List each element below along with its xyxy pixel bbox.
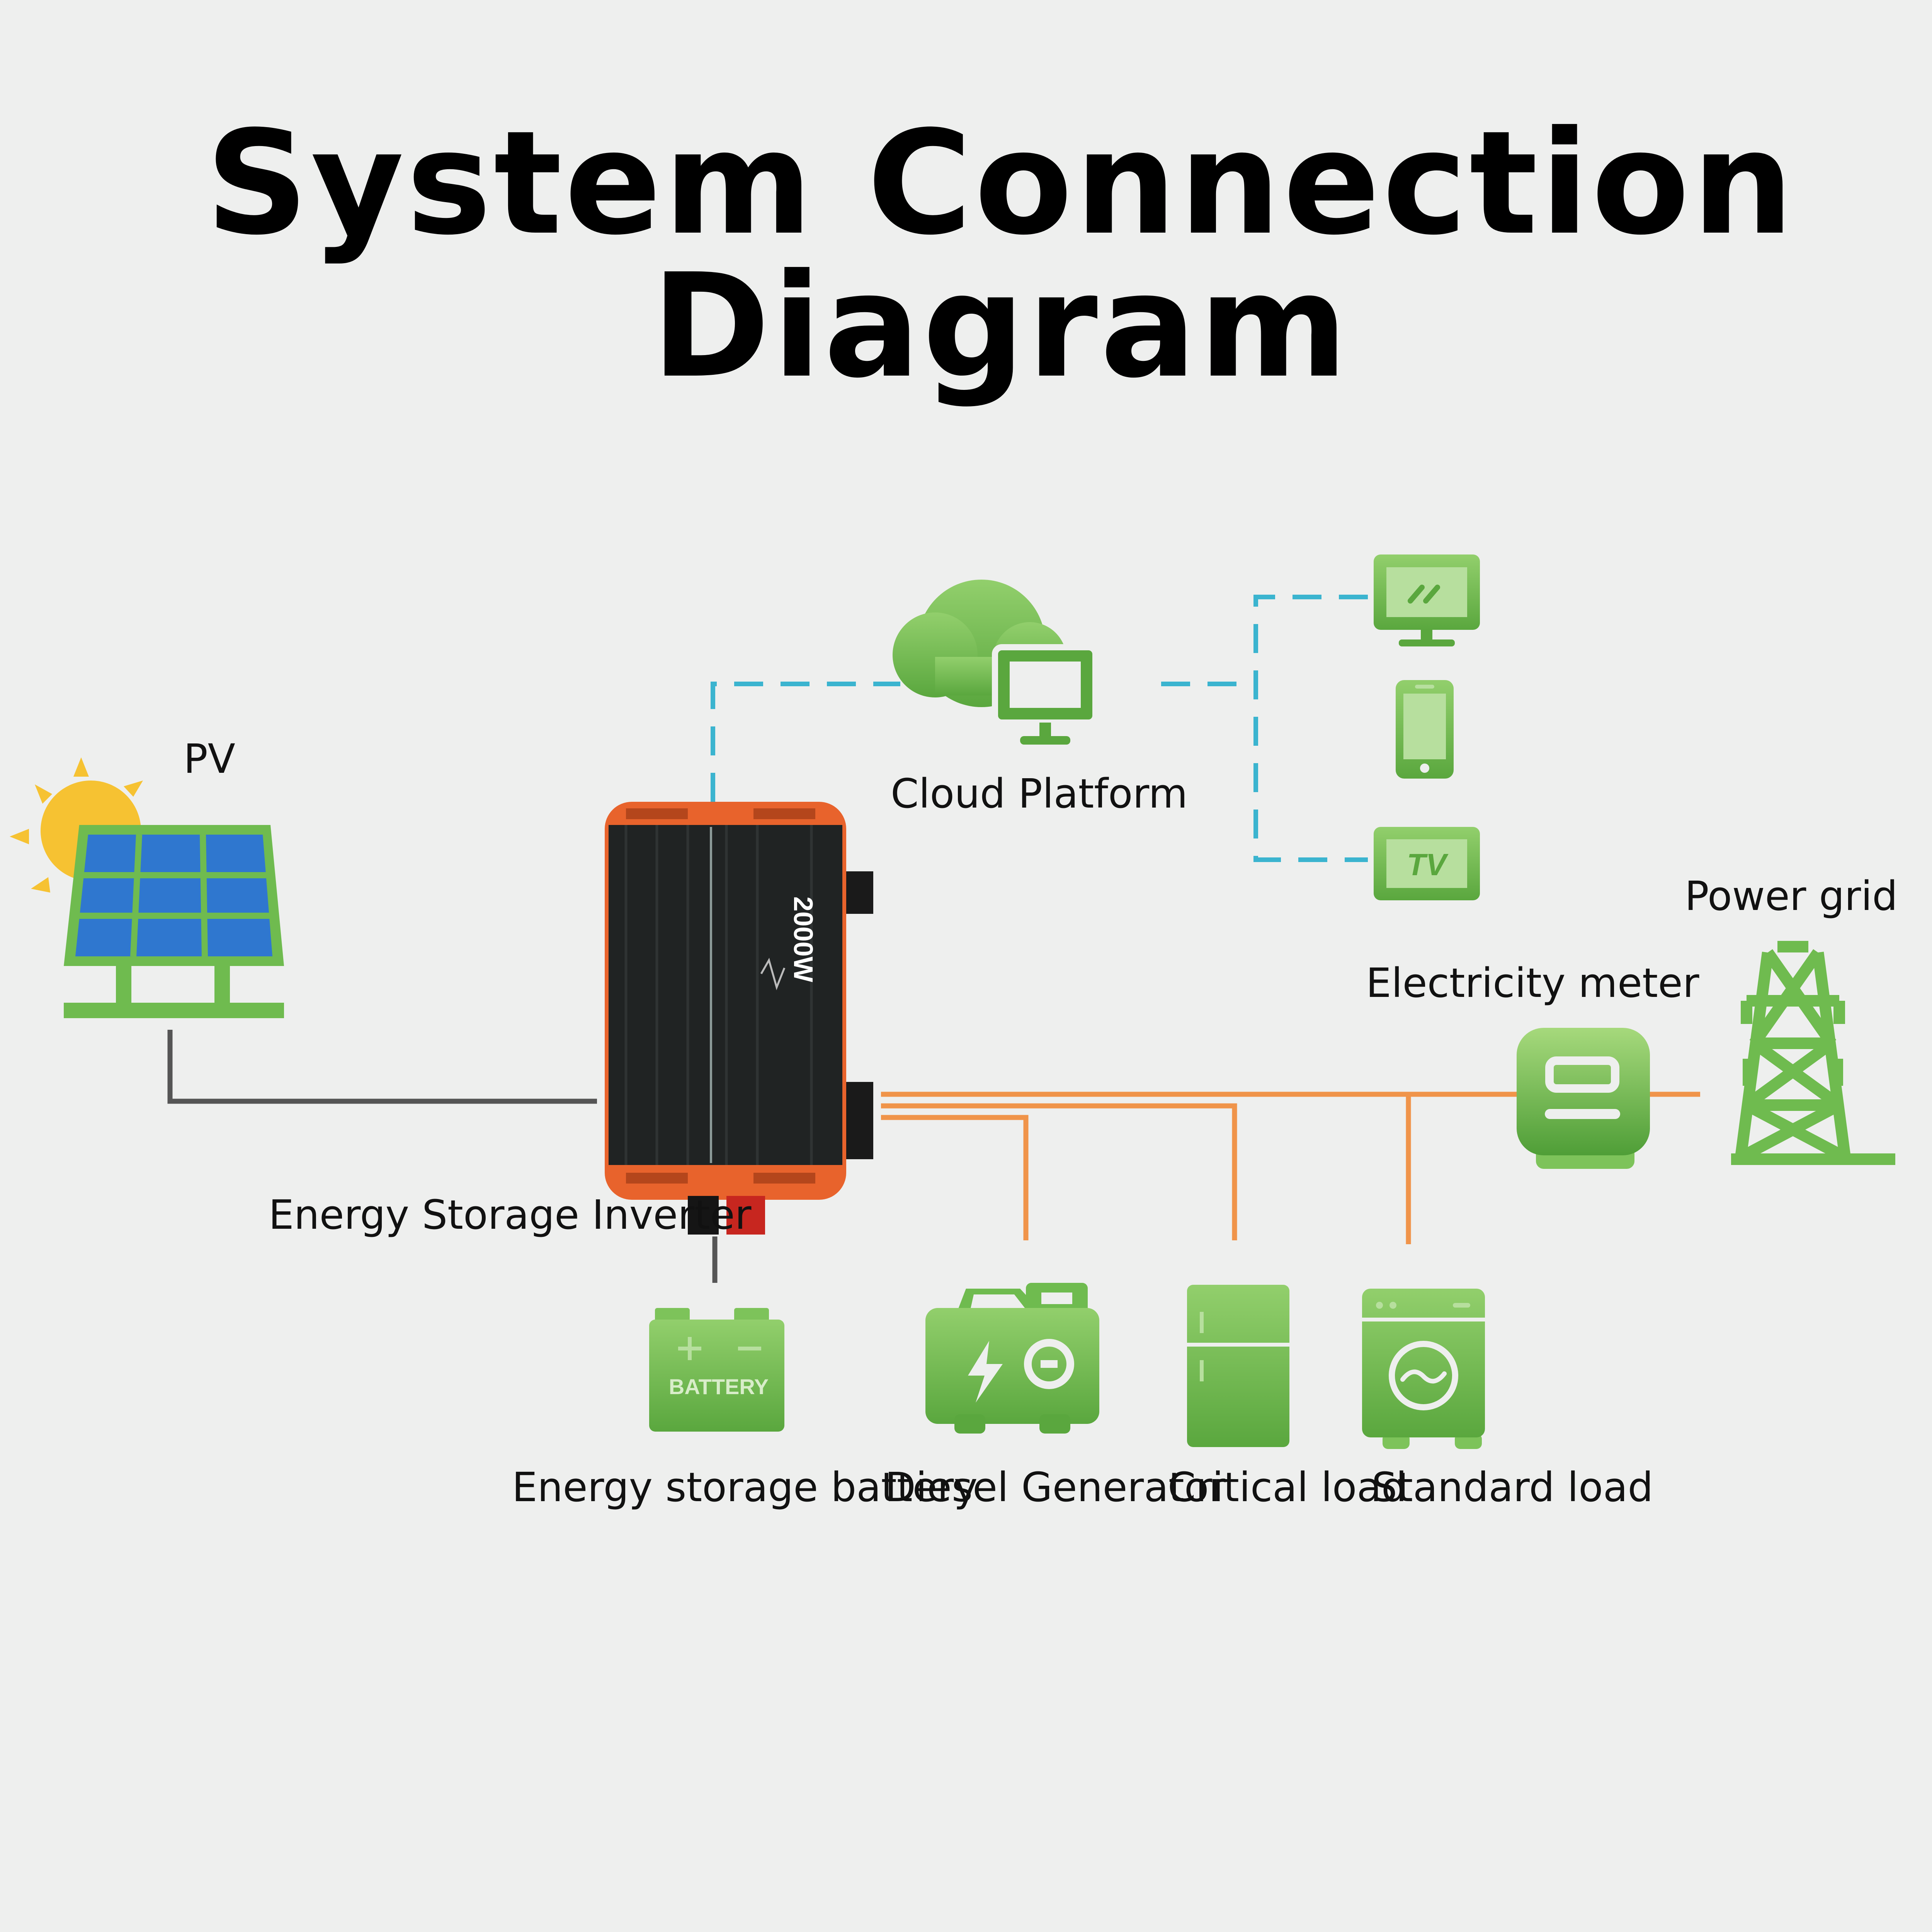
battery-icon: BATTERY	[649, 1308, 784, 1432]
inverter-device: 2000W	[605, 802, 873, 1235]
power-grid-tower-icon	[1731, 941, 1895, 1165]
diesel-generator-icon	[925, 1283, 1099, 1434]
phone-icon	[1396, 680, 1454, 779]
pv-dc-line	[167, 1030, 597, 1104]
inverter-label: Energy Storage Inverter	[269, 1191, 752, 1238]
cloud-platform-icon	[893, 580, 1099, 745]
electricity-meter-label: Electricity meter	[1366, 959, 1699, 1007]
solar-panel-icon	[64, 825, 284, 1018]
tv-text: TV	[1407, 847, 1449, 882]
battery-text: BATTERY	[669, 1374, 769, 1399]
battery-label: Energy storage battery	[512, 1464, 978, 1511]
refrigerator-icon	[1187, 1285, 1289, 1447]
data-link-lines	[711, 595, 1368, 862]
pv-label: PV	[184, 735, 235, 782]
power-grid-label: Power grid	[1685, 872, 1898, 920]
standard-load-label: Standard load	[1372, 1464, 1653, 1511]
inverter-power-rating: 2000W	[788, 896, 818, 982]
monitor-icon	[1374, 554, 1480, 646]
electricity-meter-icon	[1517, 1028, 1650, 1169]
ac-bus-lines	[881, 1092, 1700, 1244]
critical-load-label: Critical load	[1168, 1464, 1407, 1511]
cloud-platform-label: Cloud Platform	[891, 770, 1188, 817]
tv-icon: TV	[1374, 827, 1480, 900]
page-title: System Connection Diagram	[205, 100, 1796, 410]
diesel-generator-label: Diesel Generator	[885, 1464, 1225, 1511]
washing-machine-icon	[1362, 1289, 1485, 1449]
